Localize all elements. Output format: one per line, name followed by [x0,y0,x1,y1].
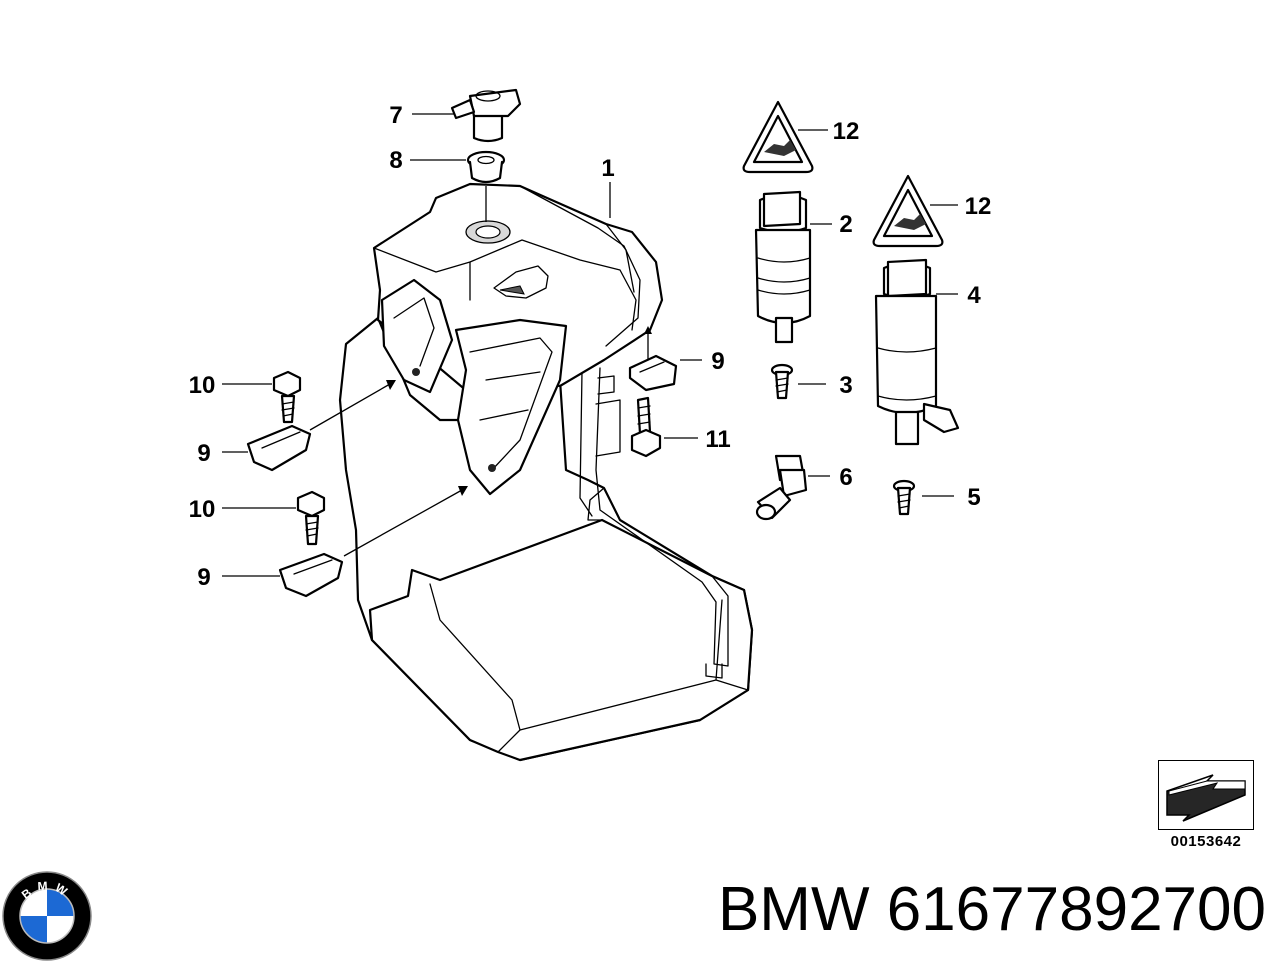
reference-number: 00153642 [1170,833,1242,850]
callout-4: 4 [967,282,981,309]
warning-label-triangle-lower [872,174,958,248]
callout-2: 2 [839,211,852,238]
callout-11: 11 [705,426,730,453]
washer-fluid-reservoir [338,182,754,762]
callout-10-upper: 10 [189,372,216,399]
bolt-lower [222,490,326,546]
clip-nut-left-lower [222,486,468,598]
rubber-grommet [410,150,506,222]
washer-pump-front [754,190,832,344]
callout-5: 5 [967,484,980,511]
callout-3: 3 [839,372,852,399]
reference-symbol-frame [1158,760,1254,830]
washer-pump-rear [874,258,960,446]
callout-8: 8 [389,147,402,174]
callout-labels: 1 2 3 4 5 6 7 8 9 9 9 10 10 11 12 12 [189,102,992,591]
callout-10-lower: 10 [189,496,216,523]
direction-arrow-icon [1166,774,1246,822]
bolt-upper [222,370,302,424]
bolt-part-11 [630,396,698,458]
clip-nut-left-upper [222,380,396,472]
screw-part-3 [770,363,826,400]
callout-9-left-lower: 9 [197,564,210,591]
callout-12-upper: 12 [833,118,860,145]
callout-6: 6 [839,464,852,491]
part-number-title: BMW 61677892700 [717,875,1266,944]
callout-9-left-upper: 9 [197,440,210,467]
fluid-level-sensor [755,454,830,521]
callout-12-lower: 12 [965,193,992,220]
warning-label-triangle-upper [742,100,828,174]
callout-1: 1 [601,155,614,182]
filler-cap-connector [412,88,522,143]
callout-7: 7 [389,102,402,129]
bmw-logo: BMW [2,871,92,961]
screw-part-5 [892,479,954,516]
callout-9-right: 9 [711,348,724,375]
diagram-reference: 00153642 [1158,760,1254,854]
clip-nut-right [628,326,702,392]
